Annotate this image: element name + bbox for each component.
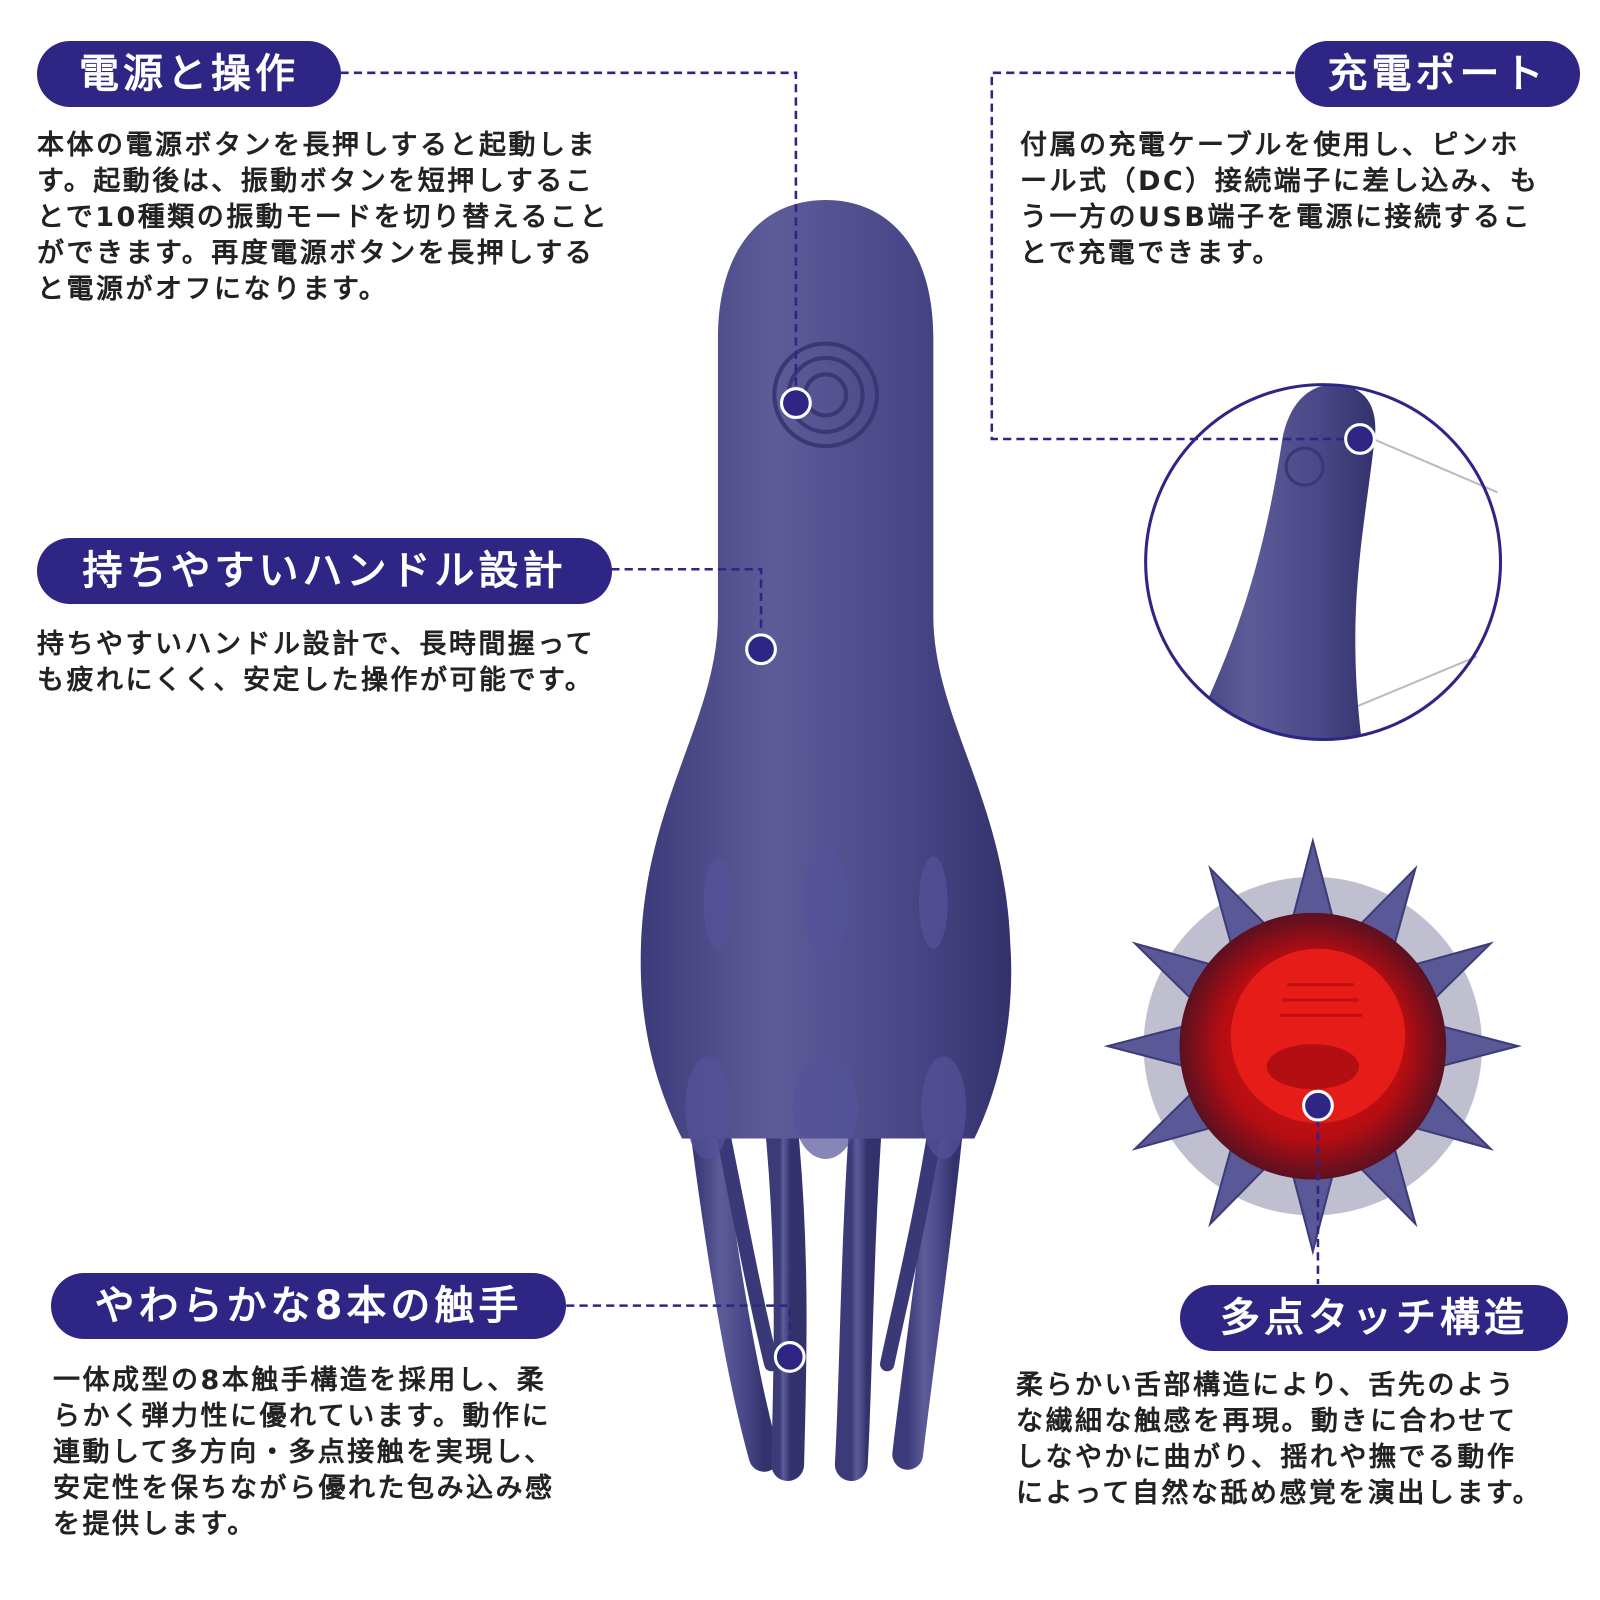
product-body — [640, 200, 1012, 1482]
text-line: とで10種類の振動モードを切り替えること — [37, 202, 609, 233]
text-line: 一体成型の8本触手構造を採用し、柔 — [53, 1365, 547, 1396]
text-line: とで充電できます。 — [1020, 238, 1282, 269]
text-line: ができます。再度電源ボタンを長押しする — [37, 238, 595, 269]
text-line: と電源がオフになります。 — [37, 274, 389, 305]
text-line: 連動して多方向・多点接触を実現し、 — [53, 1437, 554, 1468]
section-title-multipoint: 多点タッチ構造 — [1180, 1285, 1568, 1351]
text-line: 安定性を保ちながら優れた包み込み感 — [53, 1473, 555, 1504]
multipoint-head — [1103, 836, 1523, 1256]
section-text-handle: 持ちやすいハンドル設計で、長時間握っても疲れにくく、安定した操作が可能です。 — [37, 627, 595, 699]
text-line: を提供します。 — [53, 1509, 257, 1540]
section-title-charging: 充電ポート — [1295, 41, 1580, 107]
section-text-tentacles: 一体成型の8本触手構造を採用し、柔らかく弾力性に優れています。動作に連動して多方… — [53, 1363, 555, 1543]
text-line: 柔らかい舌部構造により、舌先のよう — [1016, 1370, 1516, 1401]
section-title-tentacles: やわらかな8本の触手 — [51, 1273, 566, 1339]
text-line: 付属の充電ケーブルを使用し、ピンホ — [1020, 130, 1520, 161]
text-line: 本体の電源ボタンを長押しすると起動しま — [37, 130, 597, 161]
text-line: も疲れにくく、安定した操作が可能です。 — [37, 665, 595, 696]
section-text-multipoint: 柔らかい舌部構造により、舌先のような繊細な触感を再現。動きに合わせてしなやかに曲… — [1016, 1368, 1542, 1512]
text-line: しなやかに曲がり、揺れや撫でる動作 — [1016, 1442, 1517, 1473]
text-line: らかく弾力性に優れています。動作に — [53, 1401, 551, 1432]
section-text-charging: 付属の充電ケーブルを使用し、ピンホール式（DC）接続端子に差し込み、もう一方のU… — [1020, 128, 1539, 272]
callout-dots — [745, 387, 1376, 1373]
charging-port-inset — [1144, 383, 1503, 742]
section-title-power: 電源と操作 — [37, 41, 341, 107]
text-line: 持ちやすいハンドル設計で、長時間握って — [37, 629, 596, 660]
text-line: によって自然な舐め感覚を演出します。 — [1016, 1478, 1543, 1509]
leader-lines — [340, 71, 1360, 1357]
text-line: う一方のUSB端子を電源に接続するこ — [1020, 202, 1532, 233]
text-line: す。起動後は、振動ボタンを短押しするこ — [37, 166, 595, 197]
section-title-handle: 持ちやすいハンドル設計 — [37, 538, 612, 604]
section-text-power: 本体の電源ボタンを長押しすると起動します。起動後は、振動ボタンを短押しすることで… — [37, 128, 609, 308]
text-line: ール式（DC）接続端子に差し込み、も — [1020, 166, 1540, 197]
text-line: な繊細な触感を再現。動きに合わせて — [1016, 1406, 1518, 1437]
